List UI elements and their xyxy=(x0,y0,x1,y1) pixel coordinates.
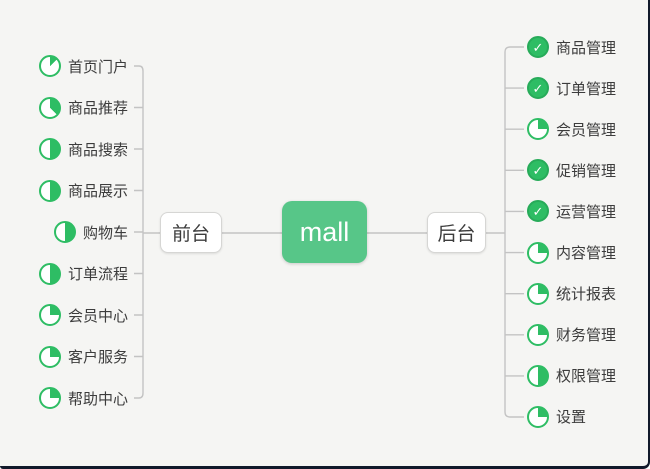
pie-progress-icon xyxy=(38,262,61,285)
pie-progress-icon xyxy=(53,221,76,243)
mindmap-child-node[interactable]: 内容管理 xyxy=(527,240,616,266)
child-node-label: 客户服务 xyxy=(67,349,128,366)
mindmap-child-node[interactable]: ✓ 商品管理 xyxy=(527,34,616,60)
branch-label-frontend: 前台 xyxy=(171,224,210,245)
pie-progress-icon xyxy=(38,345,61,368)
pie-progress-icon xyxy=(38,304,61,326)
check-icon: ✓ xyxy=(527,159,549,182)
child-node-label: 帮助中心 xyxy=(67,390,128,408)
branch-label-backend: 后台 xyxy=(437,224,476,245)
mindmap-child-node[interactable]: ✓ 促销管理 xyxy=(527,157,616,183)
pie-progress-icon xyxy=(38,96,61,119)
child-node-label: 商品推荐 xyxy=(67,100,128,117)
child-node-label: 订单管理 xyxy=(556,80,617,98)
child-node-label: 商品搜索 xyxy=(67,141,128,159)
mindmap-child-node[interactable]: 权限管理 xyxy=(527,363,616,389)
child-node-label: 购物车 xyxy=(82,224,128,242)
child-node-label: 促销管理 xyxy=(556,162,617,180)
mindmap-child-node[interactable]: 设置 xyxy=(527,404,586,430)
pie-progress-icon xyxy=(527,282,549,305)
child-node-label: 首页门户 xyxy=(67,58,128,76)
check-icon: ✓ xyxy=(527,36,549,58)
pie-progress-icon xyxy=(38,387,61,409)
mindmap-child-node[interactable]: 统计报表 xyxy=(527,281,616,307)
child-node-label: 设置 xyxy=(556,409,587,427)
pie-progress-icon xyxy=(527,405,549,428)
child-node-label: 商品管理 xyxy=(556,39,617,57)
mindmap-child-node[interactable]: ✓ 订单管理 xyxy=(527,75,616,101)
mindmap-child-node[interactable]: 订单流程 xyxy=(38,261,128,287)
mindmap-child-node[interactable]: 商品搜索 xyxy=(38,136,128,162)
check-icon: ✓ xyxy=(527,200,549,223)
child-node-label: 订单流程 xyxy=(67,266,128,283)
child-node-label: 会员中心 xyxy=(67,307,128,325)
child-node-label: 商品展示 xyxy=(67,183,128,200)
pie-progress-icon xyxy=(38,55,61,77)
central-topic-label: mall xyxy=(299,216,350,247)
child-node-label: 权限管理 xyxy=(556,368,617,386)
mindmap-child-node[interactable]: 商品展示 xyxy=(38,178,128,204)
check-icon: ✓ xyxy=(527,77,549,100)
mindmap-child-node[interactable]: 商品推荐 xyxy=(38,95,128,121)
mindmap-child-node[interactable]: 帮助中心 xyxy=(38,385,128,411)
mindmap-child-node[interactable]: 会员管理 xyxy=(527,116,616,142)
pie-progress-icon xyxy=(527,323,549,346)
child-node-label: 运营管理 xyxy=(556,203,617,221)
child-node-label: 统计报表 xyxy=(556,286,617,304)
mindmap-child-node[interactable]: 财务管理 xyxy=(527,322,616,348)
pie-progress-icon xyxy=(527,241,549,264)
child-node-label: 财务管理 xyxy=(556,327,617,345)
mindmap-child-node[interactable]: 购物车 xyxy=(53,219,128,245)
branch-node-frontend[interactable]: 前台 xyxy=(160,212,222,253)
pie-progress-icon xyxy=(527,364,549,387)
pie-progress-icon xyxy=(527,118,549,141)
mindmap-child-node[interactable]: 会员中心 xyxy=(38,302,128,328)
mindmap-child-node[interactable]: ✓ 运营管理 xyxy=(527,198,616,224)
branch-node-backend[interactable]: 后台 xyxy=(427,212,486,253)
central-topic-mall[interactable]: mall xyxy=(282,201,367,263)
pie-progress-icon xyxy=(38,179,61,202)
pie-progress-icon xyxy=(38,138,61,160)
mindmap-child-node[interactable]: 客户服务 xyxy=(38,344,128,370)
mindmap-child-node[interactable]: 首页门户 xyxy=(38,53,128,79)
child-node-label: 会员管理 xyxy=(556,121,617,139)
child-node-label: 内容管理 xyxy=(556,245,617,263)
